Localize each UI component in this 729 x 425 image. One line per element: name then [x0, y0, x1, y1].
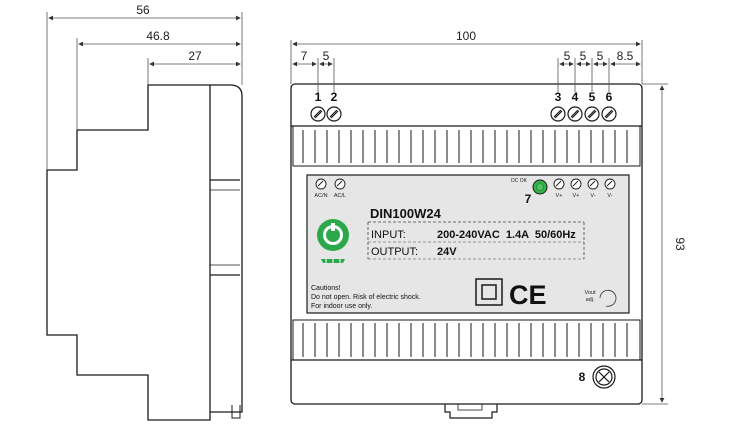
side-view — [46, 84, 243, 421]
label-terminal-v2-icon — [570, 178, 582, 190]
bottom-vent-slots — [302, 323, 628, 357]
label-panel: AC/N AC/L V+ V+ V- V- DC OK 7 DIN100W — [306, 174, 630, 314]
bottom-vent-band — [292, 319, 641, 361]
dim-front-height: 93 — [673, 237, 687, 251]
ground-screw-icon — [592, 365, 616, 389]
vout-adj-icon — [599, 289, 617, 307]
dim-front-left-b: 5 — [323, 49, 330, 63]
top-vent-band — [292, 125, 641, 167]
terminal-number-4: 4 — [572, 90, 579, 104]
top-vent-slots — [302, 130, 628, 163]
dim-front-right-d: 8.5 — [617, 49, 634, 63]
terminal-number-1: 1 — [315, 90, 322, 104]
label-term-v2: V+ — [573, 193, 580, 199]
label-terminal-acn-icon — [315, 178, 327, 190]
side-din-clip — [231, 405, 241, 419]
caution-line-1: Cautions! — [311, 285, 341, 292]
terminal-number-3: 3 — [555, 90, 562, 104]
label-terminal-acl-icon — [334, 178, 346, 190]
callout-7: 7 — [525, 192, 532, 206]
input-value: 200-240VAC 1.4A 50/60Hz — [437, 229, 576, 241]
label-term-v1: V+ — [556, 193, 563, 199]
label-terminal-v1-icon — [553, 178, 565, 190]
front-view — [290, 83, 643, 419]
side-profile — [46, 84, 211, 421]
terminal-screw-1 — [310, 106, 326, 122]
label-term-acl: AC/L — [334, 193, 346, 199]
ce-mark-icon: CE — [509, 280, 547, 310]
input-key: INPUT: — [371, 229, 406, 241]
screw-terminals — [310, 106, 617, 122]
terminal-screw-4 — [567, 106, 583, 122]
terminal-number-6: 6 — [606, 90, 613, 104]
front-dimensions — [290, 40, 668, 405]
label-terminal-v4-icon — [604, 178, 616, 190]
vout-adj-label-1: Vout — [584, 290, 595, 296]
terminal-screw-3 — [550, 106, 566, 122]
dim-front-right-c: 5 — [597, 49, 604, 63]
terminal-number-5: 5 — [589, 90, 596, 104]
terminal-number-2: 2 — [331, 90, 338, 104]
side-dimensions — [46, 12, 243, 170]
callout-8: 8 — [579, 370, 586, 384]
dim-front-width: 100 — [456, 29, 476, 43]
dim-front-left-a: 7 — [301, 49, 308, 63]
caution-line-3: For indoor use only. — [311, 303, 372, 310]
vout-adj-label-2: adj. — [586, 297, 595, 303]
dc-ok-label: DC OK — [511, 178, 528, 184]
terminal-screw-5 — [584, 106, 600, 122]
side-front-cover — [210, 84, 243, 413]
label-term-v4: V- — [607, 193, 612, 199]
dim-side-mid: 46.8 — [146, 29, 170, 43]
terminal-screw-2 — [326, 106, 342, 122]
dim-side-total: 56 — [136, 3, 150, 17]
label-terminal-v3-icon — [587, 178, 599, 190]
din-clip — [444, 404, 498, 419]
output-value: 24V — [437, 246, 457, 258]
dim-front-right-b: 5 — [580, 49, 587, 63]
label-term-v3: V- — [590, 193, 595, 199]
dim-front-right-a: 5 — [564, 49, 571, 63]
brand-logo-icon — [317, 219, 349, 263]
label-term-acn: AC/N — [314, 193, 327, 199]
output-key: OUTPUT: — [371, 246, 418, 258]
double-insulation-icon — [475, 278, 503, 306]
caution-line-2: Do not open. Risk of electric shock. — [311, 294, 421, 301]
terminal-screw-6 — [601, 106, 617, 122]
model-name: DIN100W24 — [370, 206, 442, 221]
dim-side-inner: 27 — [188, 49, 202, 63]
